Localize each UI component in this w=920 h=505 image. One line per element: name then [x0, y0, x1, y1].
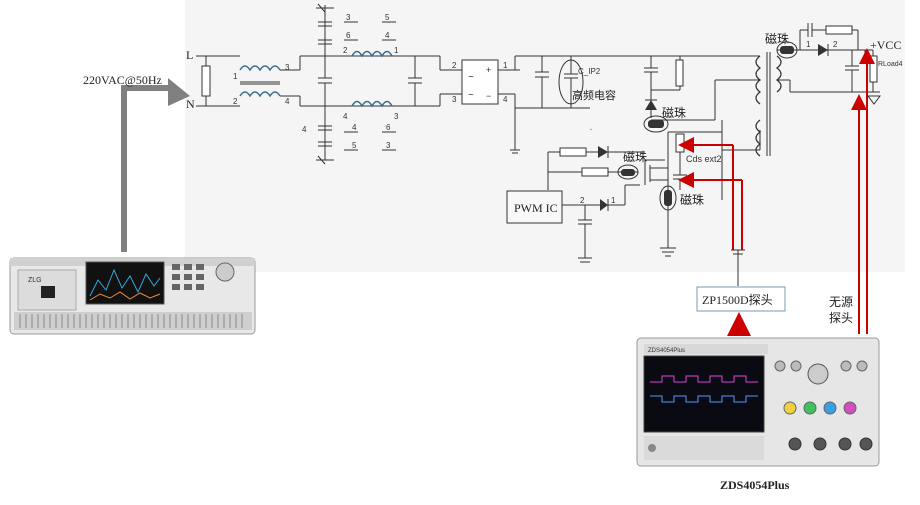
svg-text:2: 2	[233, 97, 238, 106]
svg-text:1: 1	[503, 61, 508, 70]
passive-probe-label-2: 探头	[829, 311, 853, 325]
bulk-capacitor	[515, 56, 590, 109]
svg-text:3: 3	[285, 63, 290, 72]
supply-brand: ZLG	[28, 277, 42, 284]
scope-model-label: ZDS4054Plus	[720, 478, 790, 492]
x-capacitor-1	[318, 56, 332, 106]
vcc-label: +VCC	[870, 38, 901, 52]
svg-text:4: 4	[385, 31, 390, 40]
hf-cap-label: 高频电容	[572, 88, 616, 102]
line-label: L	[186, 48, 193, 62]
pwm-ic-label: PWM IC	[514, 201, 558, 215]
hf-capacitor: C_IP2 高频电容	[558, 56, 616, 108]
svg-text:4: 4	[302, 125, 307, 134]
snubber	[644, 56, 760, 121]
bead-label-1: 磁珠	[662, 105, 686, 120]
ac-power-supply[interactable]: ZLG	[9, 257, 256, 335]
svg-text:2: 2	[343, 46, 348, 55]
bead-label-4: 磁珠	[680, 192, 704, 207]
ac-input-label: 220VAC@50Hz	[83, 73, 162, 87]
svg-text:3: 3	[346, 13, 351, 22]
y-capacitors-bottom: 4 4 6 5 3	[302, 106, 396, 165]
scope-screen	[643, 355, 765, 433]
zp1500d-probe-box[interactable]: ZP1500D探头	[696, 286, 786, 312]
svg-text:3: 3	[452, 95, 457, 104]
output-stage: 磁珠 1 2 +VCC RLoad4	[765, 23, 903, 105]
svg-text:2: 2	[452, 61, 457, 70]
ac-source-arrow: 220VAC@50Hz	[83, 73, 190, 252]
passive-probe-label-1: 无源	[829, 295, 853, 309]
svg-text:~: ~	[468, 90, 474, 101]
svg-text:4: 4	[285, 97, 290, 106]
bridge-rectifier: 2 3 ~ + ~ − 1 4	[439, 56, 520, 106]
scope-brand: ZDS4054Plus	[648, 348, 685, 354]
ac-input-terminals: L N	[186, 48, 240, 111]
svg-text:−: −	[486, 91, 491, 101]
pwm-ic-block[interactable]: PWM IC 2 1	[506, 184, 640, 263]
keypad[interactable]	[172, 264, 204, 290]
svg-text:磁珠: 磁珠	[590, 128, 592, 131]
svg-text:6: 6	[386, 123, 391, 132]
svg-text:1: 1	[611, 196, 616, 205]
svg-text:~: ~	[468, 72, 474, 83]
bead-label-2: 磁珠	[765, 31, 789, 46]
y-capacitors-top: 3 5 6 4	[316, 3, 396, 56]
zp-probe-label: ZP1500D探头	[702, 293, 773, 307]
neutral-label: N	[186, 97, 195, 111]
bead-label-3: 磁珠	[623, 149, 647, 164]
svg-text:5: 5	[385, 13, 390, 22]
oscilloscope[interactable]: ZDS4054Plus	[636, 337, 880, 467]
svg-text:1: 1	[806, 40, 811, 49]
common-mode-choke-2: 2 1 4 3	[343, 46, 399, 121]
svg-text:1: 1	[394, 46, 399, 55]
svg-text:3: 3	[386, 141, 391, 150]
schematic-panel	[185, 0, 905, 272]
cds-label: Cds ext2	[686, 154, 722, 164]
svg-text:2: 2	[580, 196, 585, 205]
ferrite-bead-source: 磁珠 磁珠	[590, 128, 704, 257]
c-ip2-label: C_IP2	[578, 67, 601, 76]
svg-text:4: 4	[352, 123, 357, 132]
probe-connections	[678, 48, 875, 336]
svg-text:1: 1	[233, 72, 238, 81]
rload-label: RLoad4	[878, 61, 903, 68]
scope-controls[interactable]	[774, 360, 873, 451]
ferrite-bead-1: 磁珠	[643, 105, 686, 133]
svg-text:4: 4	[343, 112, 348, 121]
knob-icon[interactable]	[215, 262, 235, 282]
svg-text:4: 4	[503, 95, 508, 104]
primary-switch: Cds ext2 磁珠	[547, 120, 761, 248]
svg-text:5: 5	[352, 141, 357, 150]
svg-text:2: 2	[833, 40, 838, 49]
x-capacitor-2	[408, 56, 422, 106]
svg-text:+: +	[486, 65, 491, 75]
svg-text:3: 3	[394, 112, 399, 121]
svg-text:6: 6	[346, 31, 351, 40]
common-mode-choke-1: 1 2 3 4	[233, 56, 301, 106]
